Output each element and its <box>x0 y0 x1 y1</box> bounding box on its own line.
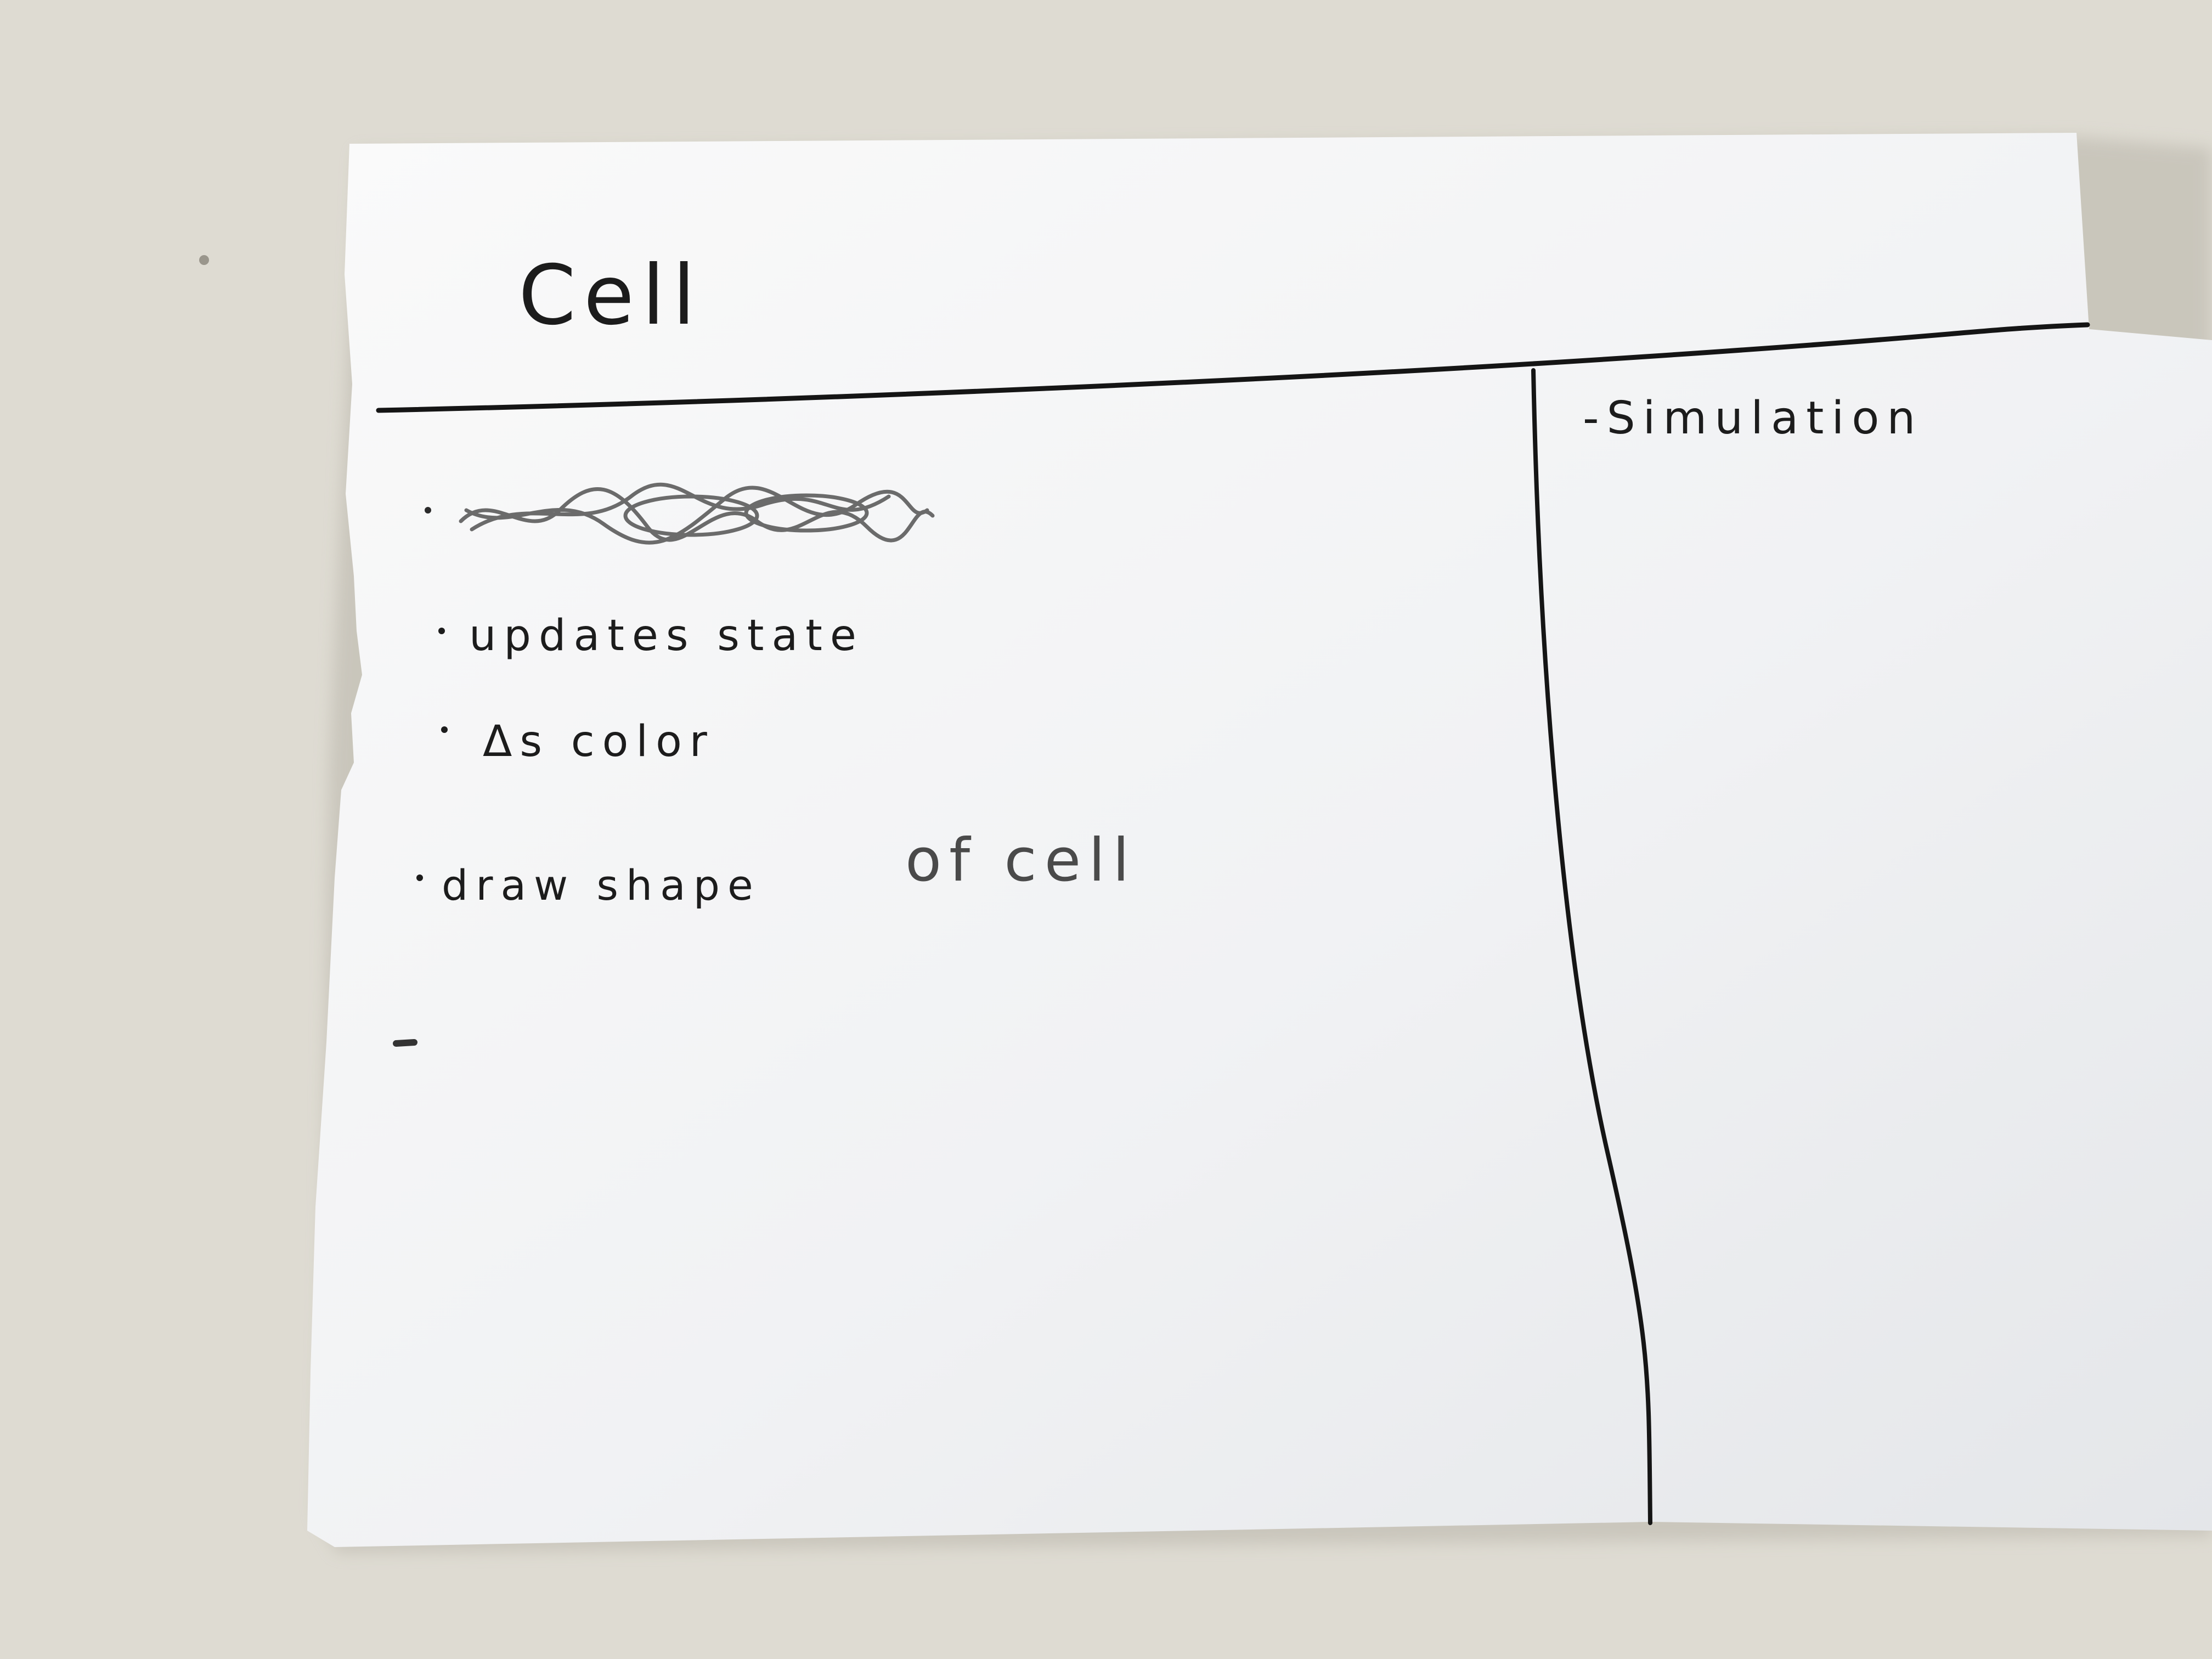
responsibility-item: updates state <box>469 611 864 661</box>
responsibility-item-pencil: of cell <box>905 826 1137 895</box>
bullet-dot <box>416 874 423 881</box>
card-column-divider <box>1531 368 1652 1525</box>
bullet-dot <box>425 507 431 514</box>
stray-dash <box>393 1039 417 1047</box>
responsibility-item: draw shape <box>442 861 761 910</box>
bullet-dot <box>438 628 445 634</box>
card-title: Cell <box>518 248 703 343</box>
responsibility-item: Δs color <box>483 717 715 766</box>
collaborator-item: -Simulation <box>1583 392 1923 444</box>
table-speck <box>199 255 209 265</box>
bullet-dot <box>441 726 448 733</box>
scribbled-out-text <box>459 482 935 545</box>
index-card-paper <box>307 133 2212 1547</box>
card-header-divider <box>376 322 2090 413</box>
